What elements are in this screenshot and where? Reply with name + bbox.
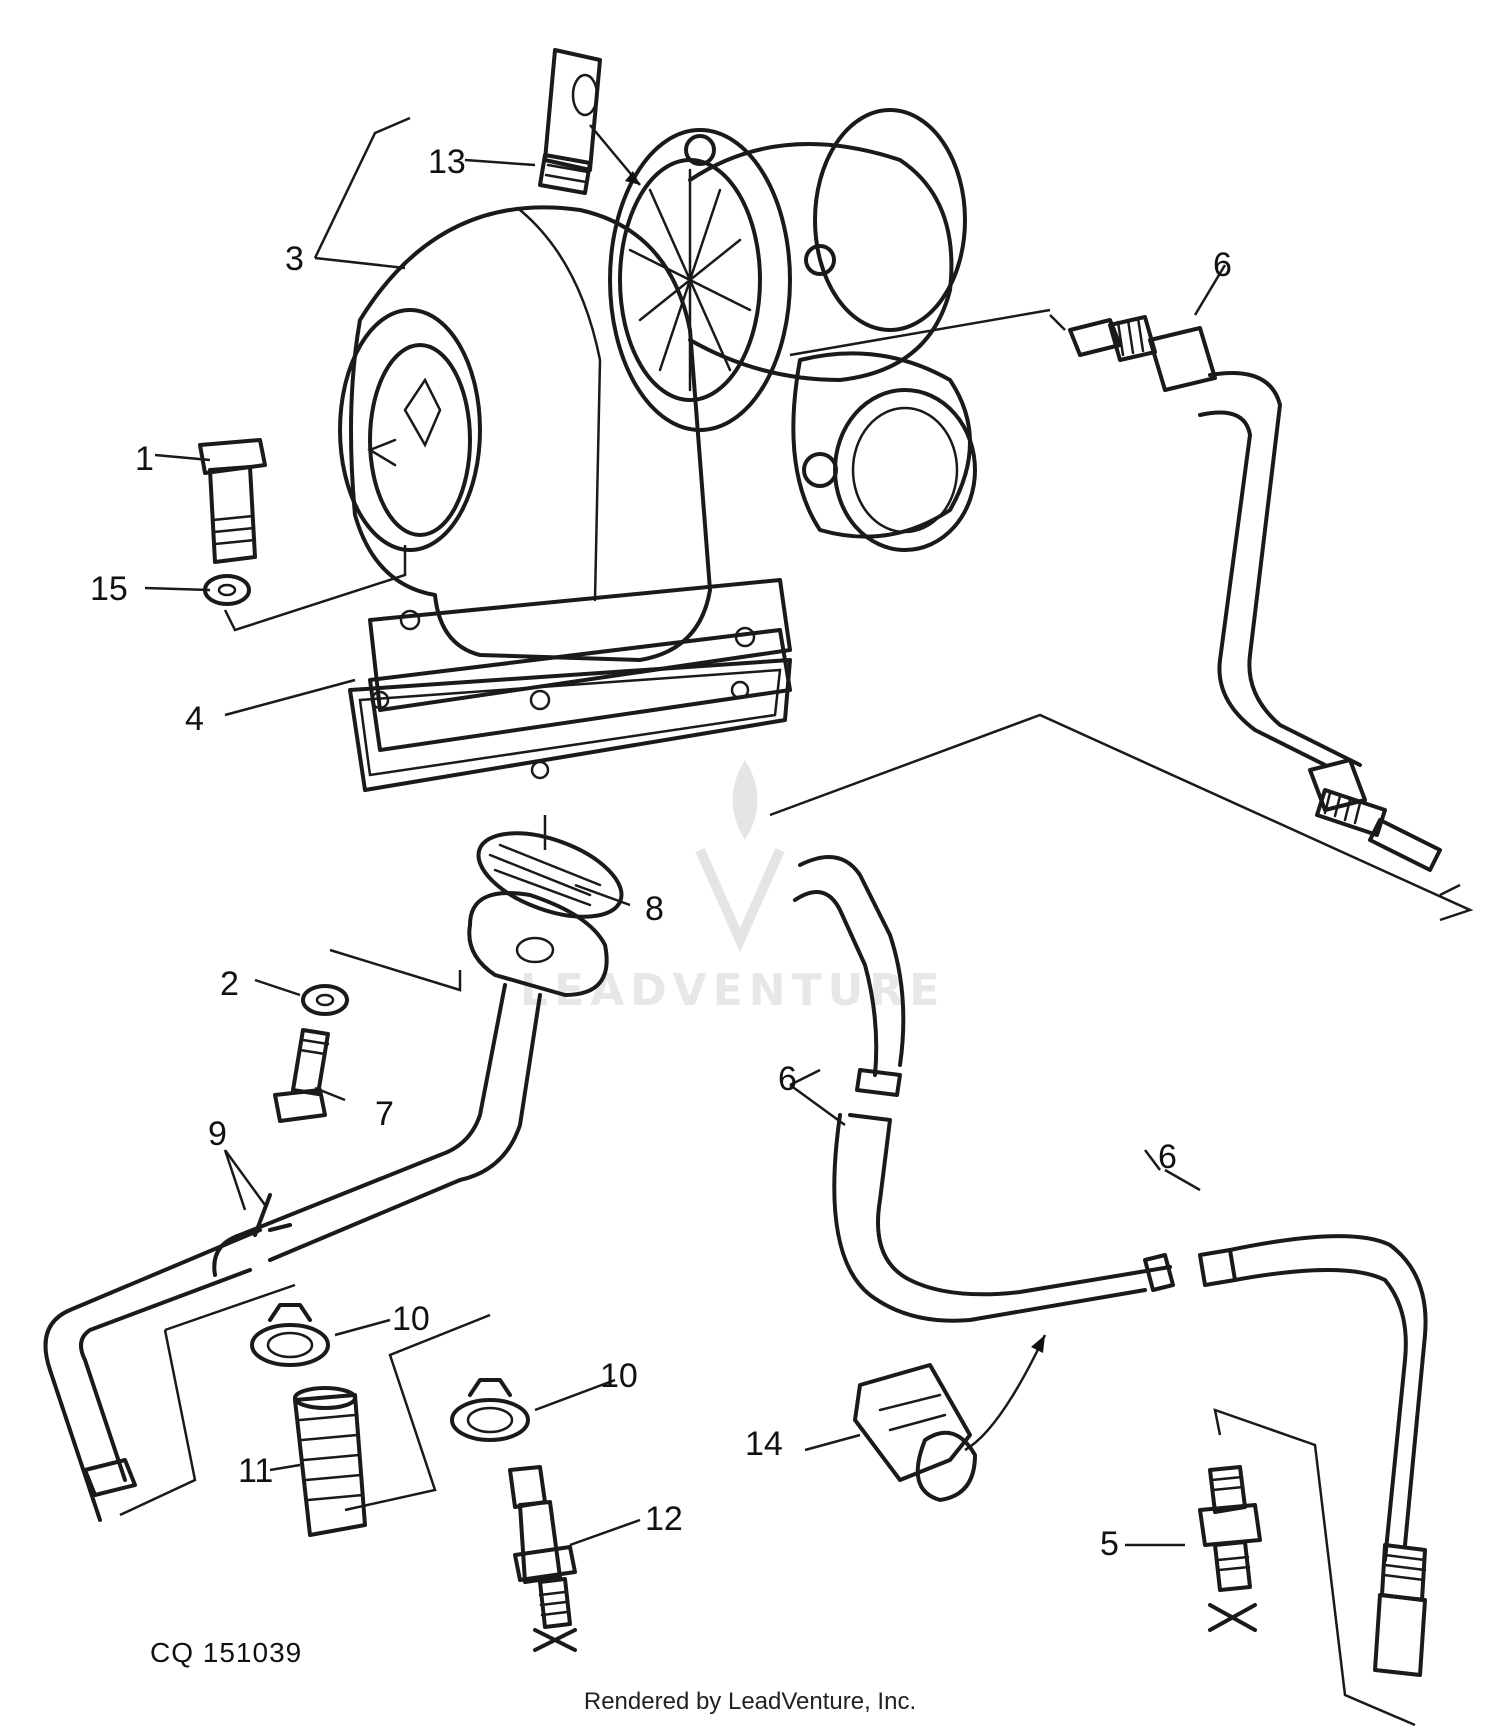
- callout-2: 2: [220, 965, 239, 1003]
- callout-8: 8: [645, 890, 664, 928]
- washer: [301, 984, 349, 1016]
- callout-10-lower: 10: [600, 1357, 638, 1395]
- callout-14: 14: [745, 1425, 783, 1463]
- callout-13: 13: [428, 143, 466, 181]
- callout-leaders: [144, 116, 1227, 1547]
- adapter-fitting: [508, 1465, 577, 1652]
- elbow-fitting: [1198, 1465, 1262, 1632]
- callout-6-hose: 6: [778, 1060, 797, 1098]
- watermark-text: LEADVENTURE: [520, 965, 945, 1016]
- callout-15: 15: [90, 570, 128, 608]
- oil-supply-hose: [793, 855, 1428, 1677]
- callout-6-tube: 6: [1158, 1138, 1177, 1176]
- callout-5: 5: [1100, 1525, 1119, 1563]
- callout-3: 3: [285, 240, 304, 278]
- oil-return-gasket: [476, 831, 624, 919]
- oil-supply-pipe-upper: [1068, 315, 1442, 872]
- pipe-clip: [853, 1334, 1047, 1502]
- oil-inlet-fitting: [538, 48, 641, 195]
- callout-4: 4: [185, 700, 204, 738]
- hose: [293, 1386, 367, 1537]
- hose-clamp-lower: [450, 1378, 530, 1442]
- hose-clamp-upper: [250, 1303, 330, 1367]
- oil-return-pipe: [43, 891, 609, 1522]
- callout-7: 7: [375, 1095, 394, 1133]
- callout-6-top: 6: [1213, 246, 1232, 284]
- callout-9: 9: [208, 1115, 227, 1153]
- flange-bolt: [273, 1028, 330, 1123]
- callout-labels: 1 2 3 4 5 6 6 6 6 7 8 9 10 10 11 12 13 1…: [90, 143, 1232, 1563]
- callout-10-upper: 10: [392, 1300, 430, 1338]
- reference-code: CQ 151039: [150, 1637, 302, 1668]
- lock-washer: [203, 574, 251, 606]
- cap-screw: [198, 438, 267, 564]
- footer-credit: Rendered by LeadVenture, Inc.: [583, 1688, 917, 1715]
- callout-1: 1: [135, 440, 154, 478]
- callout-11: 11: [238, 1452, 273, 1490]
- watermark-logo: [695, 760, 785, 953]
- turbocharger: [338, 108, 977, 792]
- callout-12: 12: [645, 1500, 683, 1538]
